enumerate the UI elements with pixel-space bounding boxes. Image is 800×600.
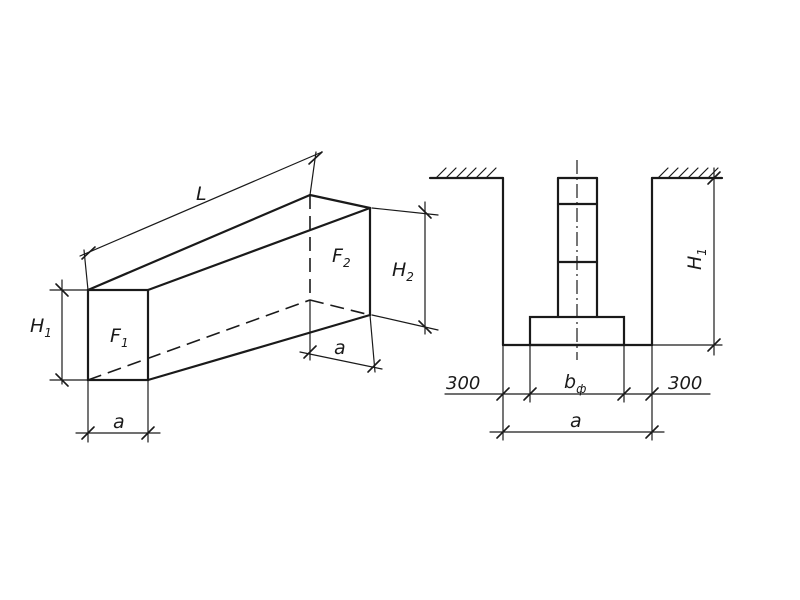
label-offset-right: 300 [668,373,702,394]
front-face [86,288,150,382]
dimension-H1 [49,279,89,387]
column [556,176,599,319]
dimension-chain-upper [444,344,711,441]
dimension-a-front [75,379,161,443]
label-a-back: a [334,337,346,359]
label-F2: F2 [332,245,351,270]
dimension-a-back [299,299,383,373]
top-right-edge [146,206,372,292]
hidden-back-bottom [309,299,371,316]
label-footing-width: bф [564,371,586,396]
trench-section-figure: H1 300 300 bф a [428,160,724,441]
back-top-edge [308,193,372,210]
label-H2: H2 [392,259,414,284]
dimension-a-trench [489,425,665,439]
label-a-trench: a [570,410,582,432]
label-L: L [196,183,207,205]
dimension-H1-depth [651,167,723,356]
hidden-bottom-edge [87,299,311,381]
top-left-edge [86,193,312,292]
ground-hatch-left [435,167,497,179]
label-offset-left: 300 [446,373,480,394]
label-a-front: a [113,411,125,433]
dimension-H2 [371,201,439,335]
prism-figure: L H1 F1 F2 H2 a [30,151,439,443]
bottom-right-edge [146,313,372,382]
label-F1: F1 [110,325,129,350]
ground-hatch-right [657,167,719,179]
label-H1: H1 [30,315,52,340]
label-H1-depth: H1 [684,248,709,270]
dimension-L [79,151,323,291]
